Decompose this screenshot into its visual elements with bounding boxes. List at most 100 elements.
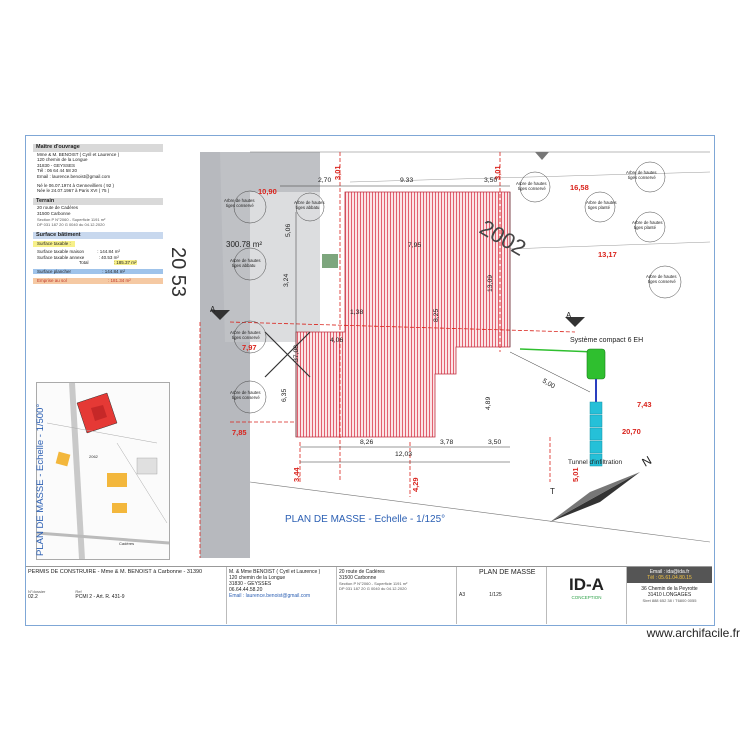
red-dimension: 3,01 bbox=[333, 165, 342, 180]
info-panel: Maître d'ouvrage Mme & M. BENOIST ( Cyri… bbox=[33, 140, 163, 284]
terrain-line: 31500 Carbonne bbox=[37, 210, 71, 216]
tree-label: tiges conservé bbox=[648, 279, 676, 284]
section-a: A bbox=[210, 305, 216, 314]
dimension: 3,50 bbox=[484, 177, 497, 184]
tree-label: tiges conservé bbox=[628, 175, 656, 180]
tree-label: tiges conservé bbox=[518, 186, 546, 191]
location-map: 2062 Cadères bbox=[36, 382, 170, 560]
red-dimension: 10,90 bbox=[258, 187, 277, 196]
dimension: 5,06 bbox=[285, 224, 292, 237]
tree-label: Arbre de hautes bbox=[224, 198, 255, 203]
road-label: 20 53 bbox=[167, 247, 189, 297]
dimension: 9.33 bbox=[400, 177, 413, 184]
maison-label: Surface taxable maison bbox=[37, 248, 85, 254]
dimension: 8,25 bbox=[433, 309, 440, 322]
section-a: A bbox=[566, 311, 572, 320]
red-dimension: 16,58 bbox=[570, 183, 589, 192]
no-value: 02.2 bbox=[28, 594, 38, 600]
ref-label: Ref bbox=[75, 589, 82, 594]
house-footprint bbox=[295, 191, 511, 438]
tree-label: Arbre de hautes bbox=[632, 220, 663, 225]
total-value: : 185.37 m² bbox=[113, 260, 137, 266]
dimension: 4,89 bbox=[485, 397, 492, 410]
site-line: Section P N°2060 - Superficie 1191 m² bbox=[339, 581, 408, 586]
tree-label: Arbre de hautes bbox=[646, 274, 677, 279]
tree-label: tiges planté bbox=[588, 205, 611, 210]
dimension: 5,00 bbox=[541, 378, 556, 391]
north-label: N bbox=[640, 453, 655, 469]
site-line: DP 031 187 20 G 0040 du 04.12.2020 bbox=[339, 586, 407, 591]
tree-label: tiges abbatu bbox=[232, 263, 256, 268]
svg-text:Cadères: Cadères bbox=[119, 541, 134, 546]
total-label: Total bbox=[79, 260, 89, 266]
tree-label: Arbre de hautes bbox=[516, 181, 547, 186]
address-line: 31410 LONGAGES bbox=[647, 592, 692, 598]
dimension: 3,24 bbox=[283, 274, 290, 287]
emprise-label: Emprise au sol bbox=[37, 278, 67, 284]
section-t: T bbox=[550, 487, 555, 496]
brand-sub: CONCEPTION bbox=[571, 595, 602, 600]
dimension: 6,35 bbox=[281, 389, 288, 402]
surface-taxable-label: Surface taxable : bbox=[33, 241, 75, 247]
dimension: 3,50 bbox=[488, 439, 501, 446]
ref-value: PCMI 2 - Art. R. 431-9 bbox=[75, 594, 125, 600]
owner-header: Maître d'ouvrage bbox=[33, 144, 163, 152]
area-label: 300.78 m² bbox=[226, 240, 262, 249]
dimension: 4,06 bbox=[330, 337, 343, 344]
site-line: 31500 Carbonne bbox=[339, 575, 377, 581]
plancher-label: Surface plancher bbox=[37, 268, 72, 274]
tree-label: tiges planté bbox=[634, 225, 657, 230]
scale-value: 1/125 bbox=[489, 592, 502, 598]
road bbox=[170, 152, 320, 558]
tree-label: Arbre de hautes bbox=[230, 390, 261, 395]
dimension: 8,26 bbox=[360, 439, 373, 446]
red-dimension: 20,70 bbox=[622, 427, 641, 436]
siret: Siret 888 652 38 / T6800 0055 bbox=[642, 598, 697, 603]
patio bbox=[322, 254, 338, 268]
contact-line: Email : ida@ida.fr bbox=[649, 569, 690, 575]
tree-label: tiges conservé bbox=[226, 203, 254, 208]
client-line: 120 chemin de la Longue bbox=[229, 575, 286, 581]
surface-header: Surface bâtiment bbox=[33, 231, 163, 240]
client-line: 06.64.44.58.20 bbox=[229, 587, 263, 593]
dimension: 3,78 bbox=[440, 439, 453, 446]
dimension: 2,70 bbox=[318, 177, 331, 184]
tree-label: Arbre de hautes bbox=[230, 258, 261, 263]
owner-line: Tél : 06 64 44 58 20 bbox=[37, 168, 78, 174]
site-line: 20 route de Cadères bbox=[339, 569, 385, 575]
birth-line: Né le 06.07.1974 à Gennevilliers ( 92 ) bbox=[37, 182, 115, 188]
red-dimension: 3,01 bbox=[493, 165, 502, 180]
red-dimension: 5,01 bbox=[571, 467, 580, 482]
owner-line: 31830 - GEYSSES bbox=[37, 162, 76, 168]
driveway bbox=[220, 152, 320, 342]
format-value: A3 bbox=[459, 592, 466, 598]
plancher-value: : 144.84 m² bbox=[102, 268, 126, 274]
plan-title: PLAN DE MASSE - Echelle - 1/125° bbox=[285, 514, 445, 525]
watermark: www.archifacile.fr bbox=[646, 626, 740, 640]
tree-label: Arbre de hautes bbox=[626, 170, 657, 175]
maison-value: : 144.84 m² bbox=[97, 248, 121, 254]
red-dimension: 13,17 bbox=[598, 250, 617, 259]
dimension: 12,03 bbox=[395, 451, 412, 458]
system-label: Système compact 6 EH bbox=[570, 337, 643, 344]
side-title: PLAN DE MASSE - Echelle - 1/500° bbox=[35, 404, 46, 556]
infiltration-tunnel bbox=[589, 401, 603, 467]
dimension: 7,95 bbox=[408, 242, 421, 249]
terrain-line: Section P N°2060 - Superficie 1191 m² bbox=[37, 216, 106, 222]
red-dimension: 7,97 bbox=[242, 343, 257, 352]
red-dimension: 4,29 bbox=[411, 477, 420, 492]
red-dimension: 3,44 bbox=[292, 467, 301, 482]
owner-line: Mme & M. BENOIST ( Cyril et Laurence ) bbox=[37, 151, 120, 157]
terrain-header: Terrain bbox=[33, 197, 163, 206]
svg-text:2062: 2062 bbox=[89, 454, 99, 459]
tree-label: Arbre de hautes bbox=[294, 200, 325, 205]
owner-line: Email : laurence.benoist@gmail.com bbox=[37, 173, 111, 179]
owner-line: 120 chemin de la Longue bbox=[37, 157, 88, 163]
address-line: 36 Chemin de la Peyrotte bbox=[641, 586, 698, 592]
permit-title: PERMIS DE CONSTRUIRE - Mme & M. BENOIST … bbox=[28, 569, 203, 575]
svg-text:PLAN DE MASSE - Echelle - 1/50: PLAN DE MASSE - Echelle - 1/500° bbox=[35, 404, 46, 556]
tunnel-label: Tunnel d'infiltration bbox=[568, 459, 622, 466]
birth-line: Née le 24.07.1967 à Paris XVI ( 75 ) bbox=[37, 188, 110, 194]
contact-line: Tél : 05.61.04.80.15 bbox=[647, 575, 692, 581]
terrain-line: DP 031 187 20 G 0040 du 04.12.2020 bbox=[37, 222, 105, 228]
